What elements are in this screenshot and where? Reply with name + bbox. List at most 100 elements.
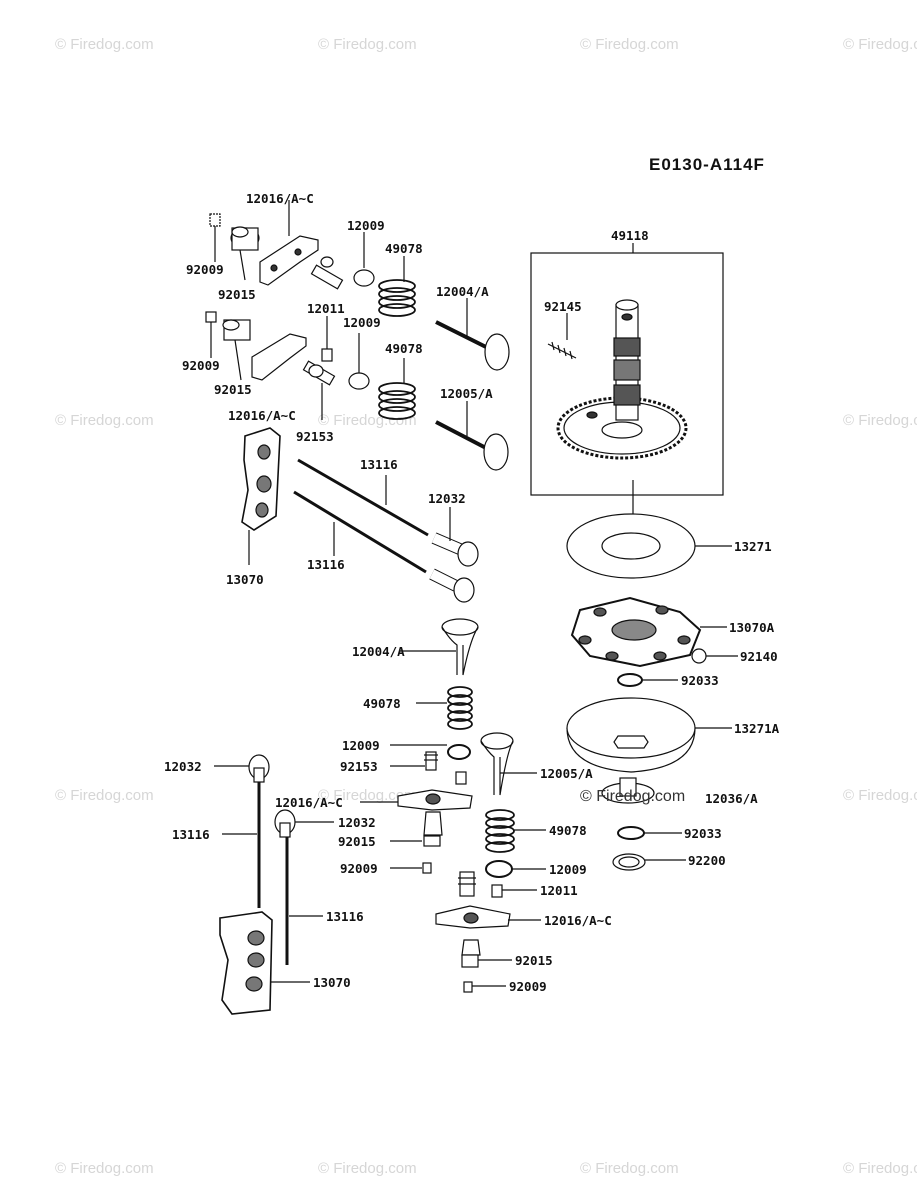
camshaft-part bbox=[613, 299, 641, 421]
watermark: © Firedog.com bbox=[580, 36, 679, 53]
watermark: © Firedog.com bbox=[55, 1160, 154, 1177]
cup-13271A bbox=[566, 697, 696, 773]
watermark: © Firedog.com bbox=[843, 787, 917, 804]
adjuster-92015-a bbox=[230, 226, 260, 251]
part-label[interactable]: 92153 bbox=[340, 759, 378, 774]
watermark: © Firedog.com bbox=[55, 412, 154, 429]
spring-49078-a bbox=[378, 279, 416, 317]
part-label[interactable]: 92009 bbox=[182, 358, 220, 373]
part-label[interactable]: 13116 bbox=[326, 909, 364, 924]
tappet-12032-a bbox=[431, 532, 479, 567]
part-label[interactable]: 49078 bbox=[363, 696, 401, 711]
spring-49078-d bbox=[485, 809, 515, 853]
push-rod-13116-b bbox=[293, 490, 427, 574]
cam-gear-part bbox=[556, 396, 688, 460]
watermark: © Firedog.com bbox=[318, 36, 417, 53]
camshaft-box bbox=[530, 252, 724, 496]
adjuster-92015-c bbox=[423, 811, 443, 847]
pivot-stud-a bbox=[310, 256, 344, 290]
rocker-arm-1 bbox=[259, 235, 319, 286]
part-label[interactable]: 12009 bbox=[343, 315, 381, 330]
pivot-stud-b bbox=[302, 360, 336, 386]
part-label[interactable]: 12016/A~C bbox=[228, 408, 296, 423]
diagram-code: E0130-A114F bbox=[649, 155, 765, 174]
rocker-arm-4 bbox=[435, 905, 511, 929]
part-label[interactable]: 12032 bbox=[428, 491, 466, 506]
part-label[interactable]: 13070 bbox=[226, 572, 264, 587]
part-label[interactable]: 12005/A bbox=[440, 386, 493, 401]
part-label[interactable]: 13271 bbox=[734, 539, 772, 554]
part-12036 bbox=[601, 777, 655, 804]
part-label[interactable]: 92015 bbox=[338, 834, 376, 849]
part-label[interactable]: 12004/A bbox=[352, 644, 405, 659]
part-label[interactable]: 13116 bbox=[172, 827, 210, 842]
watermark: © Firedog.com bbox=[55, 36, 154, 53]
adjuster-92015-d bbox=[461, 939, 481, 968]
tappet-12032-c bbox=[248, 754, 270, 783]
watermark: © Firedog.com bbox=[843, 36, 917, 53]
part-label[interactable]: 92033 bbox=[684, 826, 722, 841]
part-label[interactable]: 12011 bbox=[307, 301, 345, 316]
governor-plate-13070A bbox=[570, 596, 702, 668]
spring-49078-c bbox=[447, 686, 473, 730]
push-rod-13116-a bbox=[297, 458, 429, 537]
part-label[interactable]: 13271A bbox=[734, 721, 780, 736]
rocker-arm-2 bbox=[251, 333, 307, 381]
valve-12004-a-lower bbox=[441, 618, 479, 676]
part-label[interactable]: 13070A bbox=[729, 620, 775, 635]
tappet-12032-b bbox=[429, 568, 475, 603]
part-label[interactable]: 92015 bbox=[515, 953, 553, 968]
guide-plate-13070-b bbox=[219, 911, 273, 1015]
part-label[interactable]: 12032 bbox=[164, 759, 202, 774]
part-label[interactable]: 12009 bbox=[549, 862, 587, 877]
part-label[interactable]: 92009 bbox=[509, 979, 547, 994]
part-label[interactable]: 92200 bbox=[688, 853, 726, 868]
part-label[interactable]: 92009 bbox=[186, 262, 224, 277]
part-label[interactable]: 12016/A~C bbox=[544, 913, 612, 928]
watermark: © Firedog.com bbox=[318, 1160, 417, 1177]
stud-92153-b bbox=[424, 751, 438, 771]
part-label[interactable]: 92153 bbox=[296, 429, 334, 444]
part-label[interactable]: 12011 bbox=[540, 883, 578, 898]
part-label[interactable]: 92145 bbox=[544, 299, 582, 314]
spring-92145 bbox=[547, 341, 577, 360]
valve-12005-a bbox=[435, 420, 509, 471]
part-label[interactable]: 92009 bbox=[340, 861, 378, 876]
watermark: © Firedog.com bbox=[843, 1160, 917, 1177]
guide-plate-13070-a bbox=[241, 427, 281, 531]
rocker-arm-3 bbox=[397, 789, 473, 811]
part-label[interactable]: 92140 bbox=[740, 649, 778, 664]
part-label[interactable]: 12009 bbox=[342, 738, 380, 753]
part-label[interactable]: 92015 bbox=[214, 382, 252, 397]
part-label[interactable]: 12004/A bbox=[436, 284, 489, 299]
watermark-center: © Firedog.com bbox=[580, 788, 686, 805]
watermark: © Firedog.com bbox=[318, 787, 417, 804]
part-label[interactable]: 92033 bbox=[681, 673, 719, 688]
part-label[interactable]: 12009 bbox=[347, 218, 385, 233]
part-label[interactable]: 12036/A bbox=[705, 791, 758, 806]
valve-12005-a-lower bbox=[480, 732, 514, 796]
tappet-12032-d bbox=[274, 809, 296, 838]
part-label[interactable]: 13116 bbox=[307, 557, 345, 572]
valve-12004-a bbox=[435, 320, 510, 371]
part-label[interactable]: 12016/A~C bbox=[246, 191, 314, 206]
part-label[interactable]: 12016/A~C bbox=[275, 795, 343, 810]
part-label[interactable]: 49078 bbox=[385, 241, 423, 256]
adjuster-92015-b bbox=[222, 319, 251, 341]
part-label[interactable]: 49078 bbox=[549, 823, 587, 838]
spring-49078-b bbox=[378, 382, 416, 420]
part-label[interactable]: 13070 bbox=[313, 975, 351, 990]
pivot-stud-c bbox=[458, 871, 476, 897]
watermark: © Firedog.com bbox=[580, 1160, 679, 1177]
part-label[interactable]: 92015 bbox=[218, 287, 256, 302]
part-label[interactable]: 12032 bbox=[338, 815, 376, 830]
watermark: © Firedog.com bbox=[55, 787, 154, 804]
part-label[interactable]: 49118 bbox=[611, 228, 649, 243]
watermark: © Firedog.com bbox=[318, 412, 417, 429]
part-label[interactable]: 12005/A bbox=[540, 766, 593, 781]
watermark: © Firedog.com bbox=[843, 412, 917, 429]
part-label[interactable]: 13116 bbox=[360, 457, 398, 472]
part-label[interactable]: 49078 bbox=[385, 341, 423, 356]
